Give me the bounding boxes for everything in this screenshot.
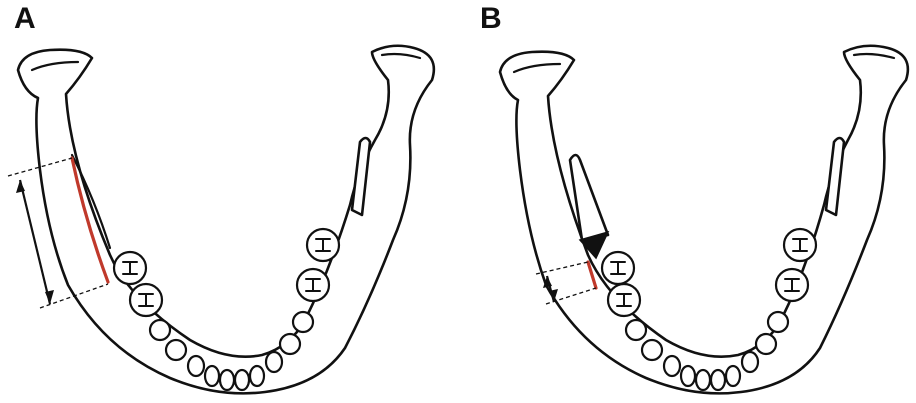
premolar-tooth — [626, 320, 646, 340]
incisor-tooth — [726, 366, 740, 386]
incisor-tooth — [250, 366, 264, 386]
incisor-tooth — [696, 370, 710, 390]
incisor-tooth — [681, 366, 695, 386]
mandible-diagram-a — [0, 0, 458, 403]
panel-a: A — [0, 0, 458, 403]
incisor-tooth — [205, 366, 219, 386]
canine-tooth — [266, 352, 282, 372]
premolar-tooth — [768, 312, 788, 332]
canine-tooth — [742, 352, 758, 372]
premolar-tooth — [150, 320, 170, 340]
canine-tooth — [664, 356, 680, 376]
mandible-diagram-b — [458, 0, 916, 403]
premolar-tooth — [280, 334, 300, 354]
panel-b: B — [458, 0, 916, 403]
premolar-tooth — [166, 340, 186, 360]
premolar-tooth — [756, 334, 776, 354]
incisor-tooth — [711, 370, 725, 390]
premolar-tooth — [642, 340, 662, 360]
canine-tooth — [188, 356, 204, 376]
premolar-tooth — [293, 312, 313, 332]
incisor-tooth — [220, 370, 234, 390]
mandible-outline — [18, 46, 434, 394]
incisor-tooth — [235, 370, 249, 390]
mandible-outline — [500, 46, 908, 394]
